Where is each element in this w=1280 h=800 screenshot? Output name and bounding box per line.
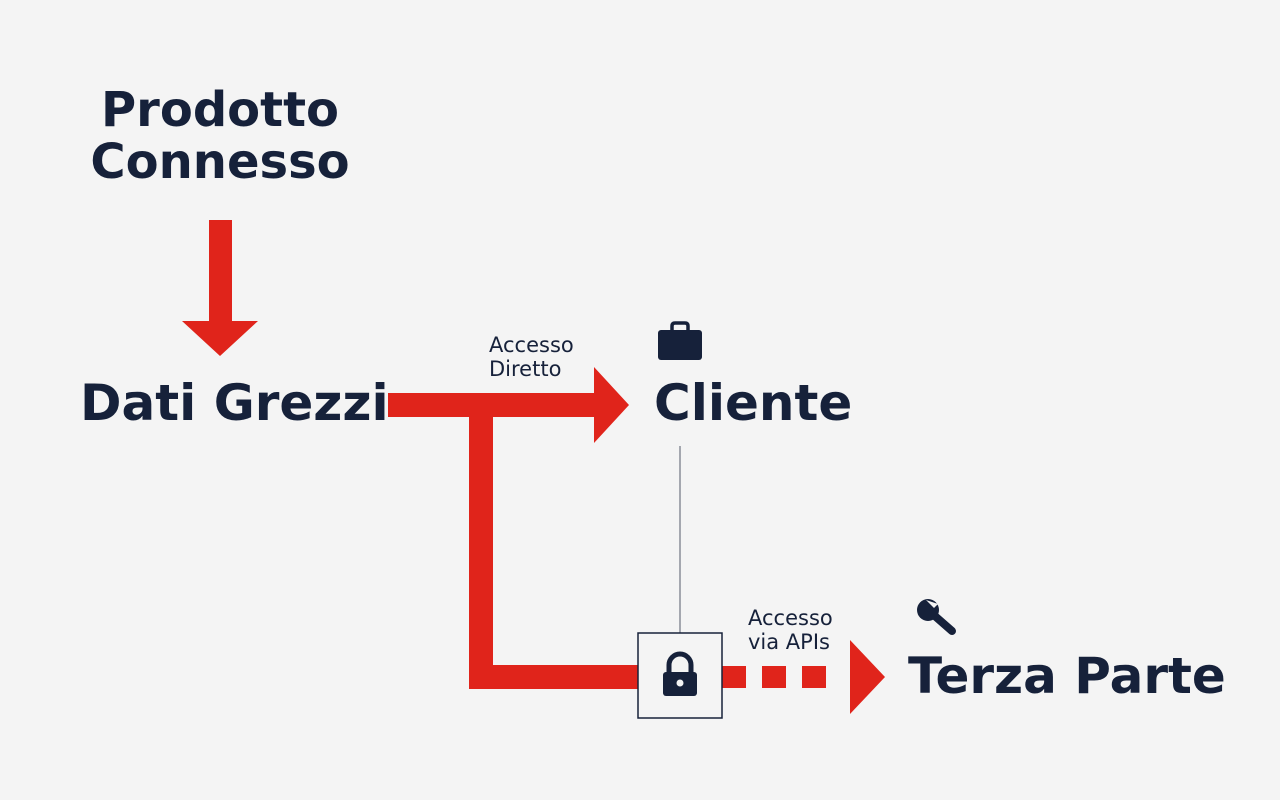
node-client: Cliente xyxy=(654,374,853,432)
label-api-access: Accesso via APIs xyxy=(748,606,833,654)
label-direct-access-line1: Accesso xyxy=(489,333,574,357)
api-dash-segment xyxy=(722,666,746,688)
label-direct-access-line2: Diretto xyxy=(489,357,562,381)
node-third-party: Terza Parte xyxy=(908,647,1226,705)
node-raw-data: Dati Grezzi xyxy=(80,374,389,432)
down-arrow xyxy=(182,220,258,356)
direct-access-arrow xyxy=(388,367,629,443)
node-connected-product: Prodotto Connesso xyxy=(90,84,349,188)
label-api-access-line1: Accesso xyxy=(748,606,833,630)
node-connected-product-line2: Connesso xyxy=(90,134,350,190)
api-branch-path xyxy=(469,405,639,689)
lock-icon xyxy=(663,651,697,696)
briefcase-icon xyxy=(658,321,702,360)
api-dash-segment xyxy=(802,666,826,688)
wrench-icon xyxy=(917,599,956,635)
api-dash-segment xyxy=(762,666,786,688)
label-api-access-line2: via APIs xyxy=(748,630,830,654)
label-direct-access: Accesso Diretto xyxy=(489,333,574,381)
api-access-arrowhead xyxy=(850,640,885,714)
node-connected-product-line1: Prodotto xyxy=(100,82,340,138)
